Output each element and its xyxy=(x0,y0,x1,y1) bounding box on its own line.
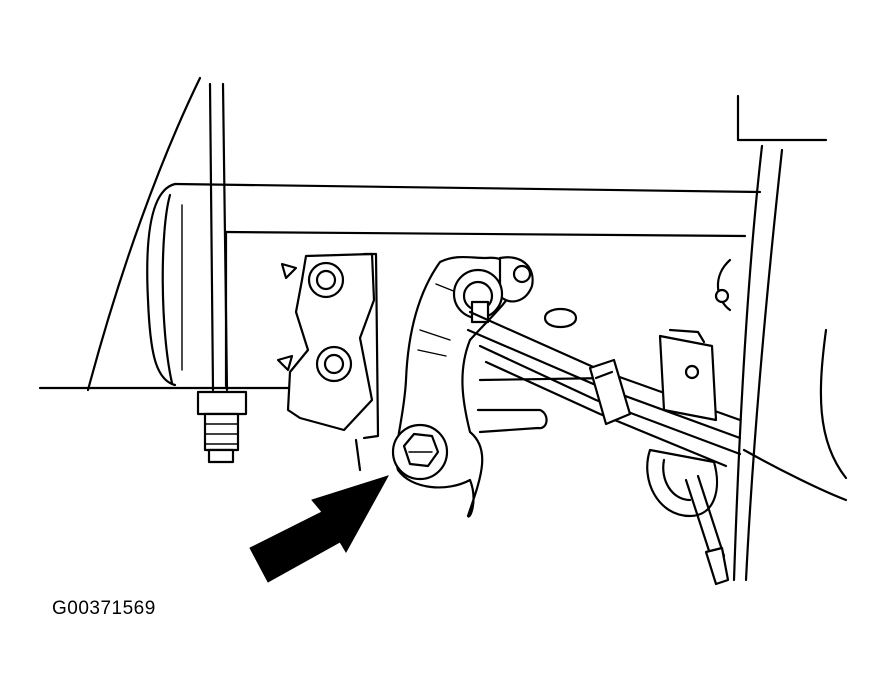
shock-absorber-rod xyxy=(684,474,730,586)
spring-u-bolt-clamp xyxy=(646,328,719,518)
figure-id-label: G00371569 xyxy=(52,598,156,619)
lower-shackle-bolt xyxy=(391,423,449,481)
frame-rail xyxy=(146,182,762,388)
indicator-arrow xyxy=(249,475,390,583)
frame-oval-slot xyxy=(543,307,578,329)
right-body-panel xyxy=(714,94,848,582)
vertical-rod-with-nut xyxy=(196,82,248,464)
left-body-panel xyxy=(38,76,292,392)
upper-shackle-bolt xyxy=(452,268,504,324)
shackle-mounting-bracket xyxy=(276,252,380,472)
